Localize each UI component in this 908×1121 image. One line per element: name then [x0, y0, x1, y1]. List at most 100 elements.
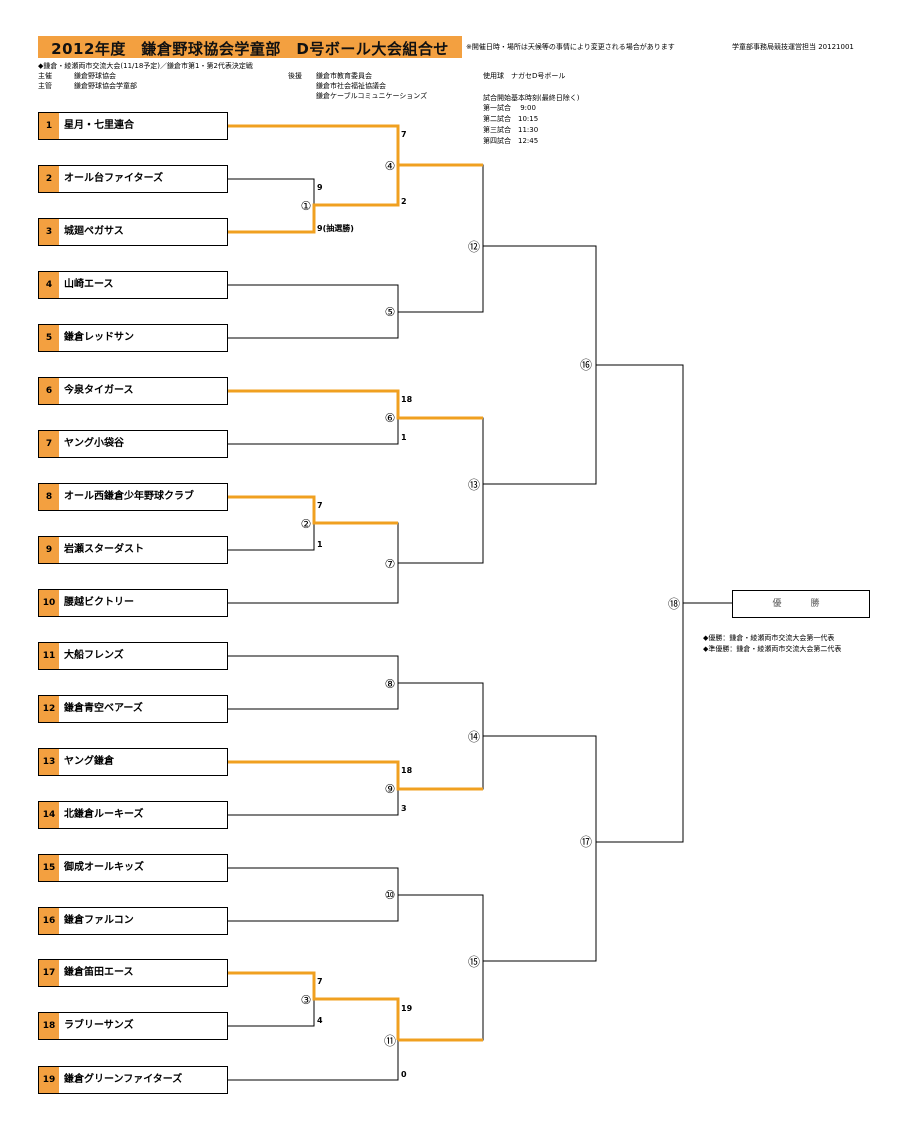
team-name: 城廻ペガサス — [64, 226, 124, 237]
winner-line — [228, 165, 400, 234]
team-row: 10 腰越ビクトリー — [38, 589, 228, 617]
team-number: 12 — [39, 696, 59, 722]
team-name: 鎌倉青空ベアーズ — [64, 703, 143, 714]
match-label: ⑰ — [579, 835, 592, 849]
winner-line — [228, 495, 398, 525]
match-label: ⑩ — [384, 888, 396, 902]
bracket-line — [228, 178, 315, 205]
score: 9 — [317, 183, 323, 192]
team-name: オール台ファイターズ — [64, 173, 164, 184]
score: 4 — [317, 1016, 323, 1025]
team-row: 2 オール台ファイターズ — [38, 165, 228, 193]
team-number: 19 — [39, 1067, 59, 1093]
team-name: 腰越ビクトリー — [64, 597, 134, 608]
host-label: 主催 — [38, 72, 52, 80]
score: 7 — [401, 130, 407, 139]
bracket-line — [228, 655, 399, 710]
team-name: 今泉タイガース — [64, 385, 134, 396]
team-number: 11 — [39, 643, 59, 669]
match-label: ⑧ — [384, 677, 396, 691]
score: 18 — [401, 395, 413, 404]
match-label: ⑦ — [384, 557, 396, 571]
page-title: 2012年度 鎌倉野球協会学童部 D号ボール大会組合せ — [51, 40, 449, 58]
match-label: ⑯ — [579, 358, 592, 372]
team-number: 18 — [39, 1013, 59, 1039]
match-label: ③ — [300, 993, 312, 1007]
team-row: 17 鎌倉笛田エース — [38, 959, 228, 987]
team-number: 15 — [39, 855, 59, 881]
team-number: 9 — [39, 537, 59, 563]
champion-box: 優 勝 — [732, 590, 870, 618]
office-text: 学童部事務局競技運営担当 20121001 — [732, 43, 854, 51]
team-number: 17 — [39, 960, 59, 986]
team-row: 15 御成オールキッズ — [38, 854, 228, 882]
manage-label: 主管 — [38, 82, 52, 90]
score: 1 — [317, 540, 323, 549]
winner-line — [228, 124, 483, 167]
score: 7 — [317, 501, 323, 510]
support-item: 鎌倉市教育委員会 — [316, 72, 372, 80]
host-value: 鎌倉野球協会 — [74, 72, 116, 80]
match-label: ④ — [384, 159, 396, 173]
event-line: ◆鎌倉・綾瀬両市交流大会(11/18予定)／鎌倉市第1・第2代表決定戦 — [38, 62, 253, 70]
support-item: 鎌倉ケーブルコミュニケーションズ — [316, 92, 428, 100]
manage-value: 鎌倉野球協会学童部 — [74, 82, 137, 90]
winner-line — [228, 389, 483, 420]
team-name: 岩瀬スターダスト — [64, 544, 144, 555]
team-row: 12 鎌倉青空ベアーズ — [38, 695, 228, 723]
match-label: ⑨ — [384, 782, 396, 796]
times-title: 試合開始基本時刻(最終日除く) — [483, 94, 580, 102]
time-slot: 第三試合 11:30 — [483, 126, 539, 134]
match-label: ⑥ — [384, 411, 396, 425]
bracket-line — [228, 999, 315, 1027]
team-row: 19 鎌倉グリーンファイターズ — [38, 1066, 228, 1094]
team-name: 鎌倉笛田エース — [64, 967, 134, 978]
title-banner: 2012年度 鎌倉野球協会学童部 D号ボール大会組合せ — [38, 36, 462, 58]
team-name: 鎌倉グリーンファイターズ — [64, 1074, 183, 1085]
team-number: 6 — [39, 378, 59, 404]
final-note: ◆優勝：鎌倉・綾瀬両市交流大会第一代表 — [703, 634, 835, 642]
team-number: 7 — [39, 431, 59, 457]
winner-line — [228, 760, 483, 791]
score: 7 — [317, 977, 323, 986]
match-label: ⑪ — [383, 1034, 396, 1048]
team-name: 鎌倉レッドサン — [64, 332, 134, 343]
support-item: 鎌倉市社会福祉協議会 — [316, 82, 386, 90]
score: 3 — [401, 804, 407, 813]
bracket-line — [398, 164, 484, 313]
bracket-line — [228, 1040, 399, 1081]
bracket-line — [228, 523, 315, 551]
team-row: 14 北鎌倉ルーキーズ — [38, 801, 228, 829]
team-name: 山崎エース — [64, 279, 114, 290]
match-label: ⑭ — [467, 730, 480, 744]
score: 0 — [401, 1070, 407, 1079]
match-label: ② — [300, 517, 312, 531]
team-name: 御成オールキッズ — [64, 862, 144, 873]
match-label: ⑮ — [467, 955, 480, 969]
bracket-line — [483, 735, 597, 962]
bracket-line — [228, 284, 399, 339]
team-number: 2 — [39, 166, 59, 192]
bracket-line — [228, 789, 399, 816]
score: 19 — [401, 1004, 413, 1013]
team-number: 14 — [39, 802, 59, 828]
team-name: 星月・七里連合 — [64, 120, 134, 131]
score: 1 — [401, 433, 407, 442]
team-number: 10 — [39, 590, 59, 616]
team-name: 北鎌倉ルーキーズ — [64, 809, 144, 820]
team-number: 13 — [39, 749, 59, 775]
time-slot: 第一試合 9:00 — [483, 104, 536, 112]
winner-line — [228, 971, 400, 1040]
team-row: 5 鎌倉レッドサン — [38, 324, 228, 352]
match-label: ⑤ — [384, 305, 396, 319]
team-number: 5 — [39, 325, 59, 351]
team-name: 鎌倉ファルコン — [64, 915, 134, 926]
team-name: ヤング小袋谷 — [64, 438, 124, 449]
team-row: 6 今泉タイガース — [38, 377, 228, 405]
